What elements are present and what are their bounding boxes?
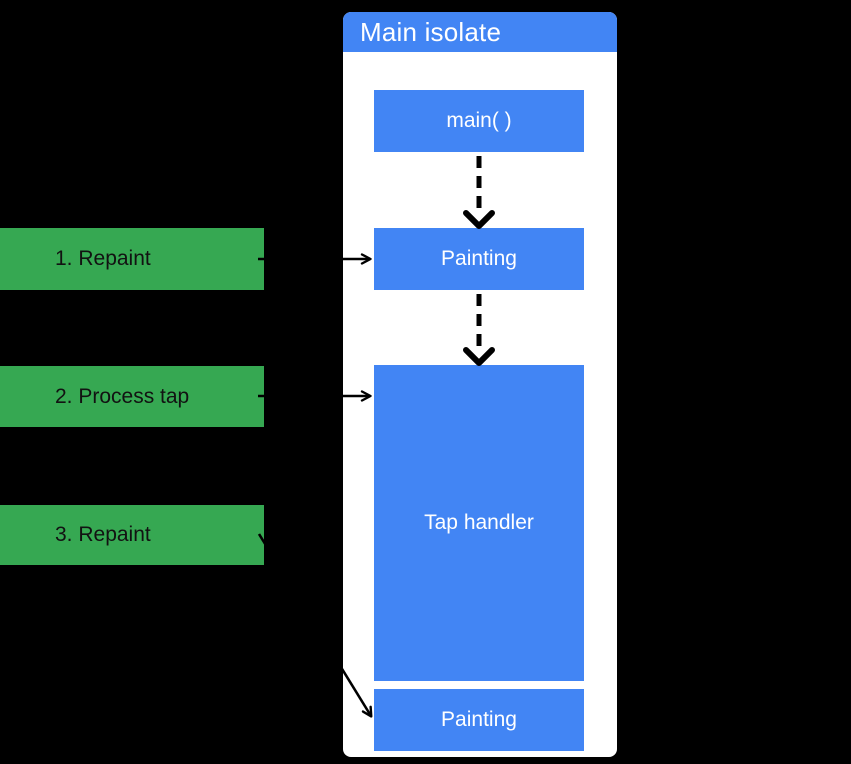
event-box-repaint-1: 1. Repaint <box>0 228 264 290</box>
event-box-process-tap: 2. Process tap <box>0 366 264 427</box>
node-tap-handler-label: Tap handler <box>424 511 534 534</box>
node-painting-1-label: Painting <box>441 247 517 270</box>
node-main: main( ) <box>374 90 584 152</box>
panel-title: Main isolate <box>360 16 502 47</box>
event-box-repaint-3: 3. Repaint <box>0 505 264 565</box>
node-painting-2: Painting <box>374 689 584 751</box>
node-main-label: main( ) <box>446 109 512 132</box>
node-painting-1: Painting <box>374 228 584 290</box>
node-painting-2-label: Painting <box>441 708 517 731</box>
node-tap-handler: Tap handler <box>374 365 584 681</box>
main-isolate-header: Main isolate <box>343 12 617 52</box>
event-box-repaint-3-label: 3. Repaint <box>55 523 151 546</box>
event-box-process-tap-label: 2. Process tap <box>55 384 190 408</box>
event-box-repaint-1-label: 1. Repaint <box>55 247 151 270</box>
